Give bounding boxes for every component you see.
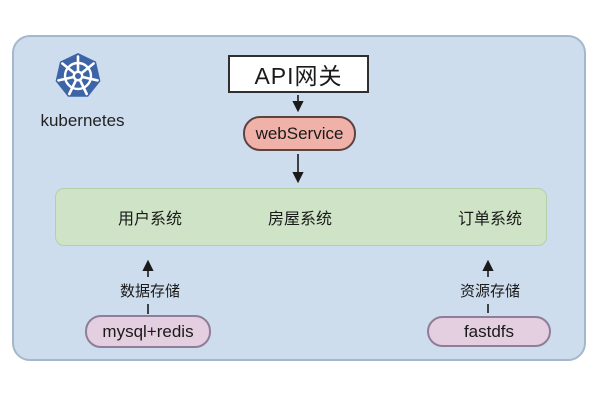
- kubernetes-logo-icon: [55, 53, 101, 97]
- resource-storage-caption: 资源存储: [459, 283, 520, 300]
- system-node-user: 用户系统: [117, 211, 182, 228]
- data-storage-caption: 数据存储: [119, 283, 180, 300]
- api-gateway-node: API网关: [228, 55, 369, 93]
- mysql-redis-node: mysql+redis: [85, 315, 211, 348]
- systems-band: [55, 188, 547, 246]
- kubernetes-label: kubernetes: [40, 111, 125, 130]
- system-node-order: 订单系统: [457, 211, 522, 228]
- web-service-node: webService: [243, 116, 356, 151]
- system-node-house: 房屋系统: [267, 211, 332, 228]
- fastdfs-node: fastdfs: [427, 316, 551, 347]
